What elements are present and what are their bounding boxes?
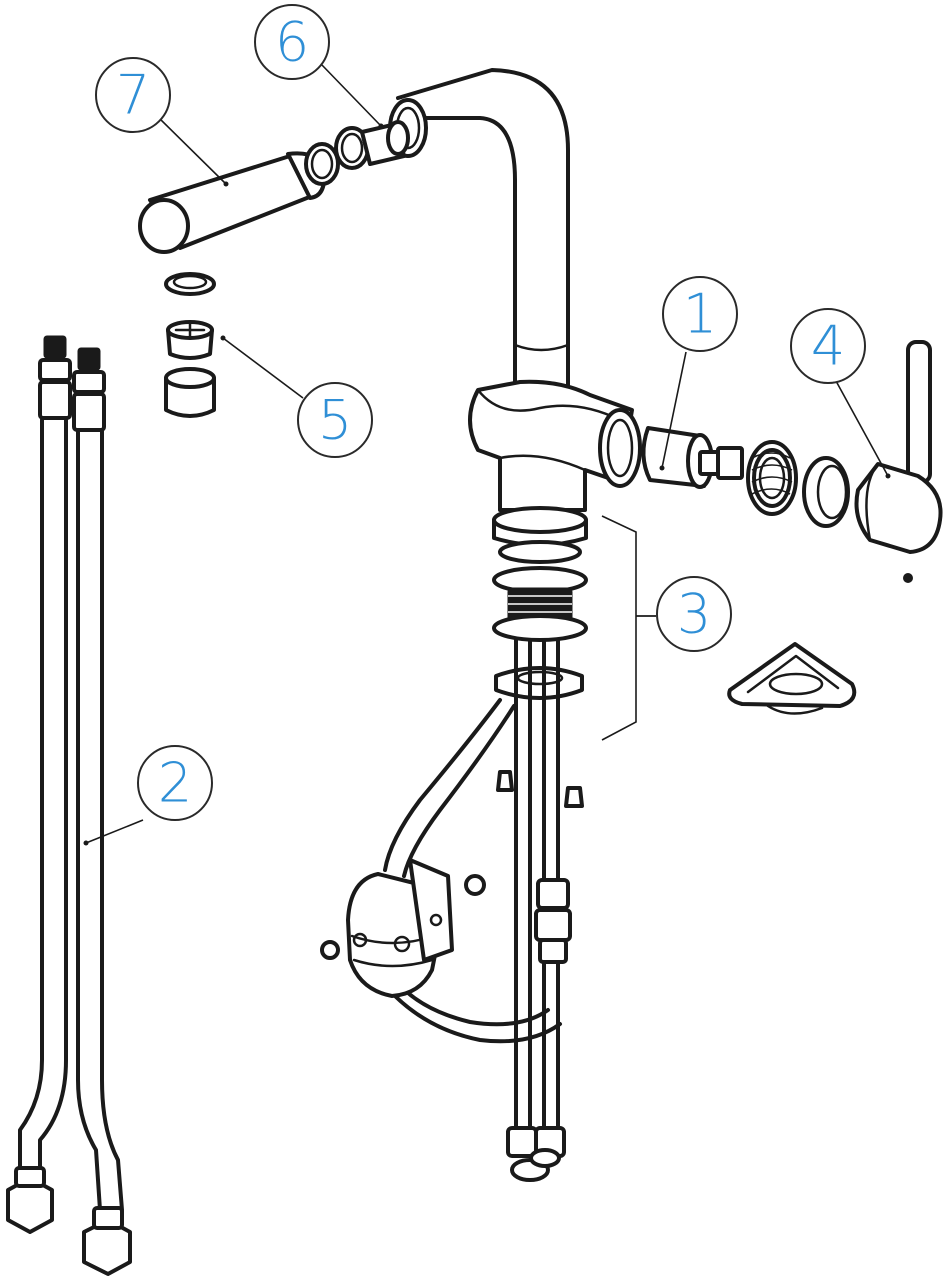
callout-3-label: 3 <box>677 583 711 646</box>
callout-4-label: 4 <box>811 315 845 378</box>
callout-7-label: 7 <box>116 64 150 127</box>
callout-3-circle <box>656 576 732 652</box>
leader-lines <box>83 63 891 846</box>
callout-1-circle <box>662 276 738 352</box>
spray-head <box>138 142 340 254</box>
callout-2-label: 2 <box>158 752 192 815</box>
callout-2: 2 <box>137 745 213 821</box>
callout-1-label: 1 <box>683 283 717 346</box>
callout-6-circle <box>254 4 330 80</box>
callout-7-circle <box>95 57 171 133</box>
callout-1: 1 <box>662 276 738 352</box>
cover-sleeve <box>802 456 850 528</box>
callout-5-label: 5 <box>318 389 352 452</box>
aerator-parts <box>164 272 216 418</box>
faucet-body <box>468 379 642 512</box>
diverter-weight <box>346 858 454 998</box>
flex-hoses <box>6 335 132 1276</box>
callout-4: 4 <box>790 308 866 384</box>
bracket-3 <box>601 515 637 741</box>
callout-5-circle <box>297 382 373 458</box>
lever-handle <box>854 340 943 583</box>
hose-connector <box>334 120 410 170</box>
callout-3: 3 <box>656 576 732 652</box>
callout-7: 7 <box>95 57 171 133</box>
cartridge <box>641 426 744 489</box>
callout-6: 6 <box>254 4 330 80</box>
faucet-spout <box>388 68 570 392</box>
cartridge-nut <box>746 440 798 516</box>
callout-4-circle <box>790 308 866 384</box>
callout-6-label: 6 <box>275 11 309 74</box>
deck-plate <box>727 642 857 715</box>
callout-5: 5 <box>297 382 373 458</box>
supply-lines <box>320 638 584 1182</box>
callout-2-circle <box>137 745 213 821</box>
mounting-kit <box>492 506 588 700</box>
